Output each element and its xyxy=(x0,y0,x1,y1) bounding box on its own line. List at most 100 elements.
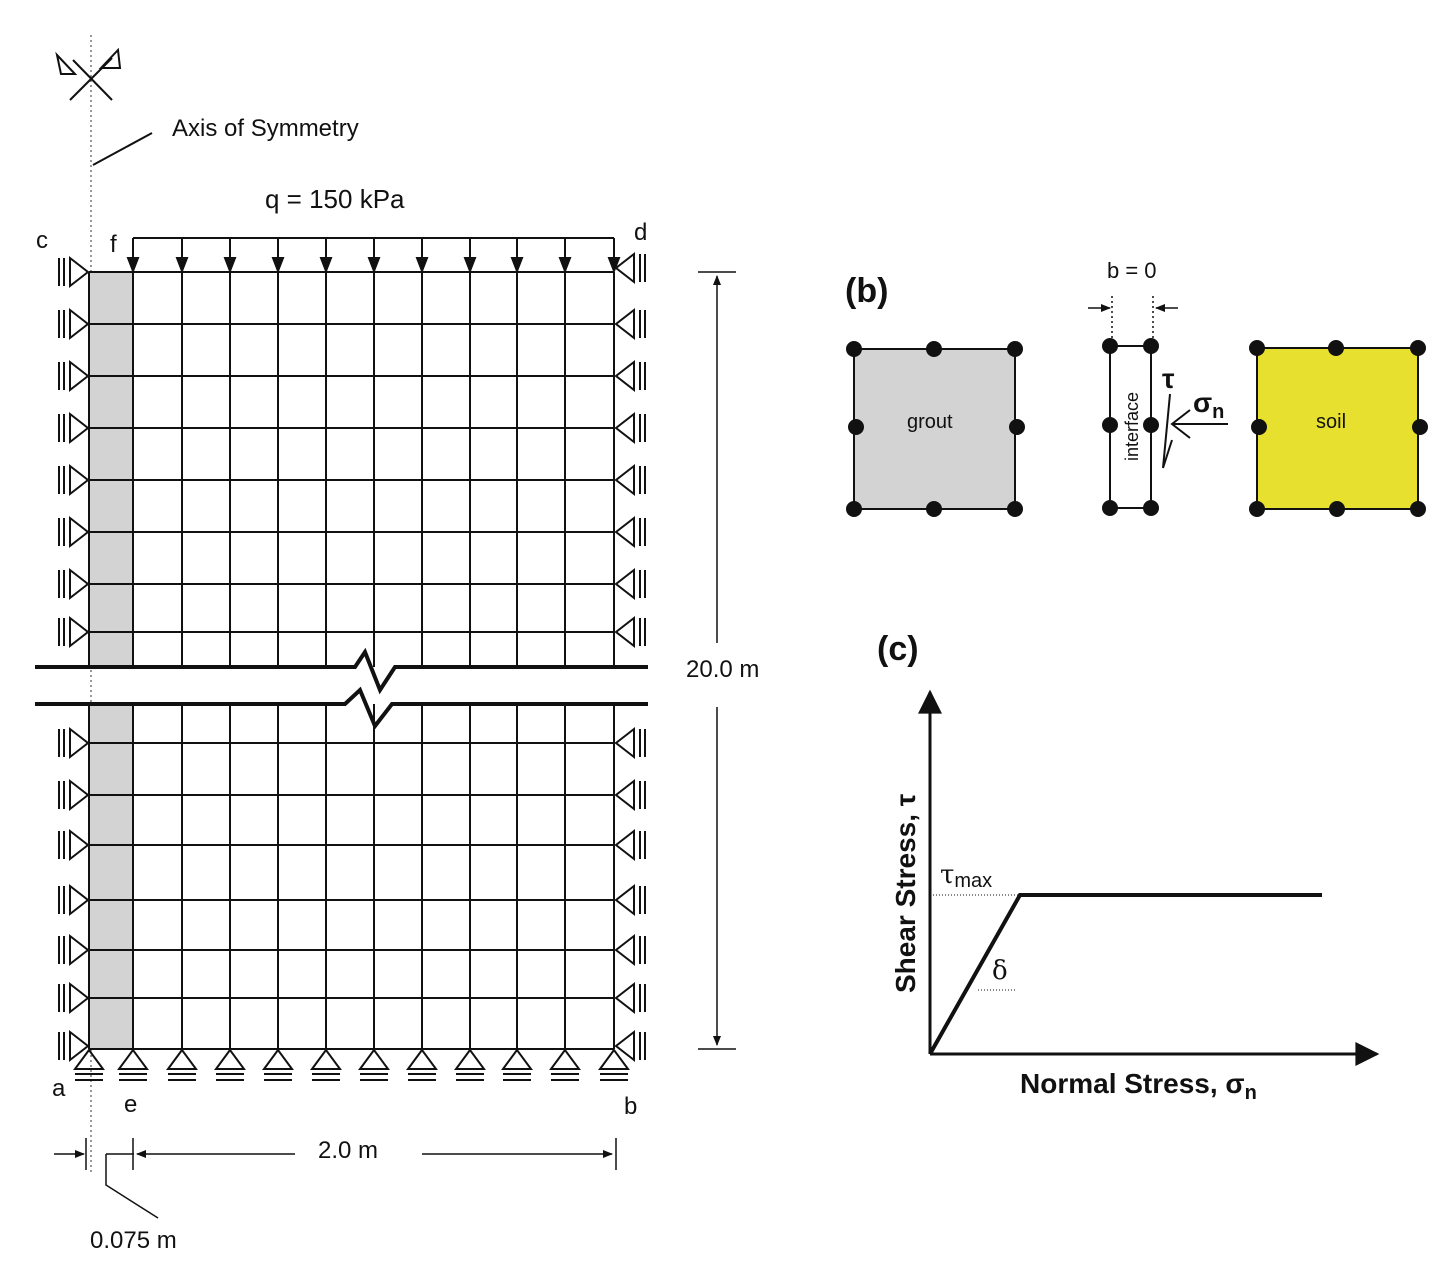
axis-of-symmetry-label: Axis of Symmetry xyxy=(172,115,359,142)
corner-e-label: e xyxy=(124,1091,137,1118)
soil-element xyxy=(1256,347,1419,510)
right-roller-support-icon xyxy=(614,615,635,649)
soil-nodes xyxy=(1249,340,1428,517)
axis-leader-line xyxy=(92,132,153,166)
load-label: q = 150 kPa xyxy=(265,184,405,214)
grout-label: grout xyxy=(907,411,953,433)
bottom-roller-support-icon xyxy=(166,1048,198,1070)
right-roller-support-icon xyxy=(614,251,635,285)
load-arrow-head xyxy=(367,257,381,274)
left-roller-support-icon xyxy=(69,778,90,812)
corner-c-label: c xyxy=(36,227,48,254)
bottom-roller-support-icon xyxy=(310,1048,342,1070)
bottom-roller-support-icon xyxy=(406,1048,438,1070)
distributed-load xyxy=(126,237,621,274)
right-roller-support-icon xyxy=(614,981,635,1015)
width-dimension xyxy=(54,1138,617,1219)
right-roller-support-icon xyxy=(614,1029,635,1063)
bottom-roller-support-icon xyxy=(117,1048,149,1070)
grout-element xyxy=(853,348,1016,510)
left-roller-support-icon xyxy=(69,981,90,1015)
left-roller-supports xyxy=(58,255,90,1063)
left-roller-support-icon xyxy=(69,359,90,393)
corner-a-label: a xyxy=(52,1075,66,1102)
left-roller-support-icon xyxy=(69,515,90,549)
gap-label: b = 0 xyxy=(1107,258,1157,283)
right-roller-support-icon xyxy=(614,828,635,862)
right-roller-support-icon xyxy=(614,307,635,341)
bottom-roller-support-icon xyxy=(262,1048,294,1070)
load-arrow-head xyxy=(415,257,429,274)
bottom-roller-support-icon xyxy=(73,1048,105,1070)
left-roller-support-icon xyxy=(69,615,90,649)
left-roller-support-icon xyxy=(69,1029,90,1063)
load-arrow-head xyxy=(126,257,140,274)
load-arrow-head xyxy=(175,257,189,274)
height-label: 20.0 m xyxy=(686,656,759,683)
grout-width-label: 0.075 m xyxy=(90,1227,177,1254)
grout-nodes xyxy=(846,341,1025,517)
load-arrow-head xyxy=(510,257,524,274)
load-arrow-head xyxy=(463,257,477,274)
bottom-roller-supports xyxy=(73,1048,630,1081)
left-roller-support-icon xyxy=(69,567,90,601)
bottom-roller-support-icon xyxy=(501,1048,533,1070)
panel-c-tag: (c) xyxy=(877,630,919,668)
right-roller-support-icon xyxy=(614,933,635,967)
shear-arrow-icon xyxy=(1162,393,1173,469)
right-roller-supports xyxy=(614,251,646,1063)
left-roller-support-icon xyxy=(69,883,90,917)
bottom-roller-support-icon xyxy=(454,1048,486,1070)
tau-max-label: τmax xyxy=(940,860,992,892)
delta-label: δ xyxy=(992,956,1008,986)
corner-d-label: d xyxy=(634,219,647,246)
left-roller-support-icon xyxy=(69,411,90,445)
right-roller-support-icon xyxy=(614,567,635,601)
load-arrow-head xyxy=(271,257,285,274)
interface-label: interface xyxy=(1122,392,1142,461)
load-arrow-head xyxy=(223,257,237,274)
left-roller-support-icon xyxy=(69,463,90,497)
mesh-break-lines xyxy=(35,647,648,730)
bottom-roller-support-icon xyxy=(358,1048,390,1070)
right-roller-support-icon xyxy=(614,411,635,445)
finite-element-mesh xyxy=(88,271,615,1050)
load-arrow-head xyxy=(607,257,621,274)
right-roller-support-icon xyxy=(614,778,635,812)
panel-c: (c) Shear Stress, τ Normal Stress, σn τm… xyxy=(877,630,1380,1104)
left-roller-support-icon xyxy=(69,828,90,862)
right-roller-support-icon xyxy=(614,359,635,393)
left-roller-support-icon xyxy=(69,726,90,760)
tau-label: τ xyxy=(1162,363,1175,394)
left-roller-support-icon xyxy=(69,307,90,341)
right-roller-support-icon xyxy=(614,515,635,549)
left-roller-support-icon xyxy=(69,255,90,289)
y-axis-label: Shear Stress, τ xyxy=(890,793,921,993)
panel-b: (b) b = 0 grout interface τ σn xyxy=(845,258,1428,517)
load-arrow-head xyxy=(558,257,572,274)
symmetry-symbol-icon xyxy=(55,47,122,101)
panel-b-tag: (b) xyxy=(845,272,888,310)
height-dimension xyxy=(698,271,736,1050)
corner-f-label: f xyxy=(110,231,117,258)
x-axis-label: Normal Stress, σn xyxy=(1020,1068,1257,1104)
bottom-roller-support-icon xyxy=(214,1048,246,1070)
right-roller-support-icon xyxy=(614,726,635,760)
left-roller-support-icon xyxy=(69,933,90,967)
gap-dimension xyxy=(1088,296,1178,340)
corner-b-label: b xyxy=(624,1093,637,1120)
grout-column xyxy=(89,272,133,1049)
shear-stress-curve xyxy=(928,893,1322,1055)
sigma-label: σn xyxy=(1193,387,1224,423)
normal-stress-arrow-icon xyxy=(1170,409,1228,439)
bottom-roller-support-icon xyxy=(598,1048,630,1070)
bottom-roller-support-icon xyxy=(549,1048,581,1070)
soil-label: soil xyxy=(1316,411,1346,433)
panel-a: Axis of Symmetry q = 150 kPa c f d a e b xyxy=(35,35,759,1254)
right-roller-support-icon xyxy=(614,463,635,497)
right-roller-support-icon xyxy=(614,883,635,917)
interface-nodes xyxy=(1102,338,1159,516)
width-label: 2.0 m xyxy=(318,1137,378,1164)
load-arrow-head xyxy=(319,257,333,274)
